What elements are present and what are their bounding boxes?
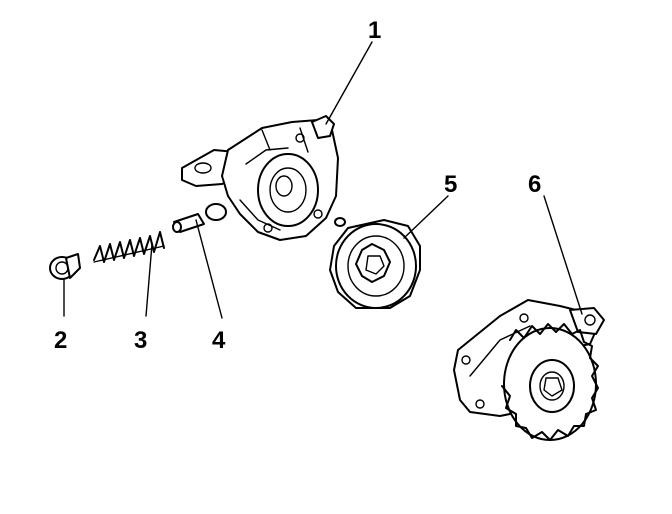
pump-cover-sprocket: [453, 299, 605, 441]
callout-1: 1: [368, 17, 381, 44]
sprocket-gear: [501, 323, 599, 441]
pump-rotor: [329, 219, 421, 309]
relief-valve-plug: [49, 253, 81, 280]
pump-housing: [181, 115, 346, 241]
callout-5: 5: [444, 171, 457, 198]
relief-valve: [172, 213, 205, 233]
callout-3: 3: [134, 327, 147, 354]
callout-6: 6: [528, 171, 541, 198]
relief-valve-spring: [93, 231, 165, 263]
leader-lines: [63, 41, 583, 319]
callout-4: 4: [212, 327, 226, 354]
callout-2: 2: [54, 327, 67, 354]
